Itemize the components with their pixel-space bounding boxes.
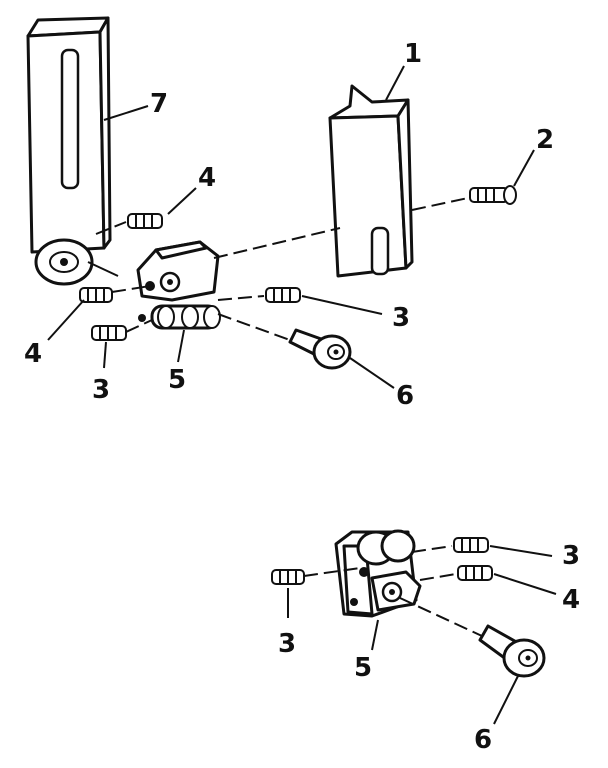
callout-6-upper: 6 bbox=[396, 381, 414, 411]
part-4-spring-lower-right bbox=[457, 565, 493, 581]
callout-3-lower-left: 3 bbox=[278, 629, 296, 659]
part-4-spring-left bbox=[79, 287, 113, 303]
part-7-slotted-bracket bbox=[26, 16, 119, 286]
callout-5-upper: 5 bbox=[168, 365, 186, 395]
callout-3-right: 3 bbox=[392, 303, 410, 333]
callout-4-upper: 4 bbox=[198, 163, 216, 193]
callout-5-lower: 5 bbox=[354, 653, 372, 683]
part-2-screw bbox=[469, 185, 517, 205]
lower-leaders bbox=[287, 545, 557, 725]
part-3-spring-lower-right bbox=[453, 537, 489, 553]
hinge-block-lower bbox=[334, 529, 422, 618]
callout-3-lower-right: 3 bbox=[562, 541, 580, 571]
callout-7: 7 bbox=[150, 89, 168, 119]
part-6-knob-pin-upper bbox=[288, 328, 352, 370]
part-3-spring-right bbox=[265, 287, 301, 303]
hinge-block-upper bbox=[136, 240, 220, 302]
part-3-spring-left bbox=[91, 325, 127, 341]
part-1-channel bbox=[328, 84, 414, 278]
callout-6-lower: 6 bbox=[474, 725, 492, 755]
part-5-roller-pin-upper bbox=[138, 304, 221, 330]
callout-2: 2 bbox=[536, 125, 554, 155]
callout-4-lower-right: 4 bbox=[562, 585, 580, 615]
part-7-roller bbox=[34, 238, 94, 286]
part-6-knob-pin-lower bbox=[478, 624, 546, 678]
upper-leaders bbox=[47, 65, 535, 389]
callout-3-left: 3 bbox=[92, 375, 110, 405]
part-3-spring-lower-left bbox=[271, 569, 305, 585]
callout-4-left: 4 bbox=[24, 339, 42, 369]
callout-1: 1 bbox=[404, 39, 422, 69]
part-4-spring-upper bbox=[127, 213, 163, 229]
part-5-roller-pin-lower bbox=[356, 529, 416, 577]
